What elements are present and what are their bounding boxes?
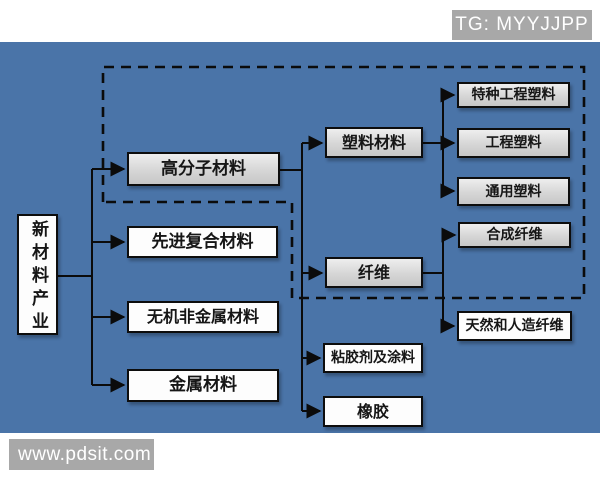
node-fiber: 纤维: [325, 257, 423, 288]
node-general-plastics: 通用塑料: [457, 177, 570, 206]
node-metal-materials: 金属材料: [127, 369, 279, 402]
watermark-badge: www.pdsit.com: [9, 439, 154, 470]
node-engineering-plastics: 工程塑料: [457, 128, 570, 158]
node-polymer-materials: 高分子材料: [127, 152, 280, 186]
tg-badge: TG: MYYJJPP: [452, 10, 592, 40]
node-natural-and-manmade-fiber: 天然和人造纤维: [457, 311, 572, 341]
node-advanced-composite-materials: 先进复合材料: [127, 226, 278, 258]
node-new-materials-industry: 新材料产业: [17, 214, 58, 335]
node-rubber: 橡胶: [323, 396, 423, 427]
node-special-engineering-plastics: 特种工程塑料: [457, 82, 570, 108]
node-adhesives-and-coatings: 粘胶剂及涂料: [323, 343, 423, 373]
node-plastic-materials: 塑料材料: [325, 127, 423, 158]
node-inorganic-nonmetal-materials: 无机非金属材料: [127, 301, 279, 333]
node-synthetic-fiber: 合成纤维: [458, 222, 571, 248]
